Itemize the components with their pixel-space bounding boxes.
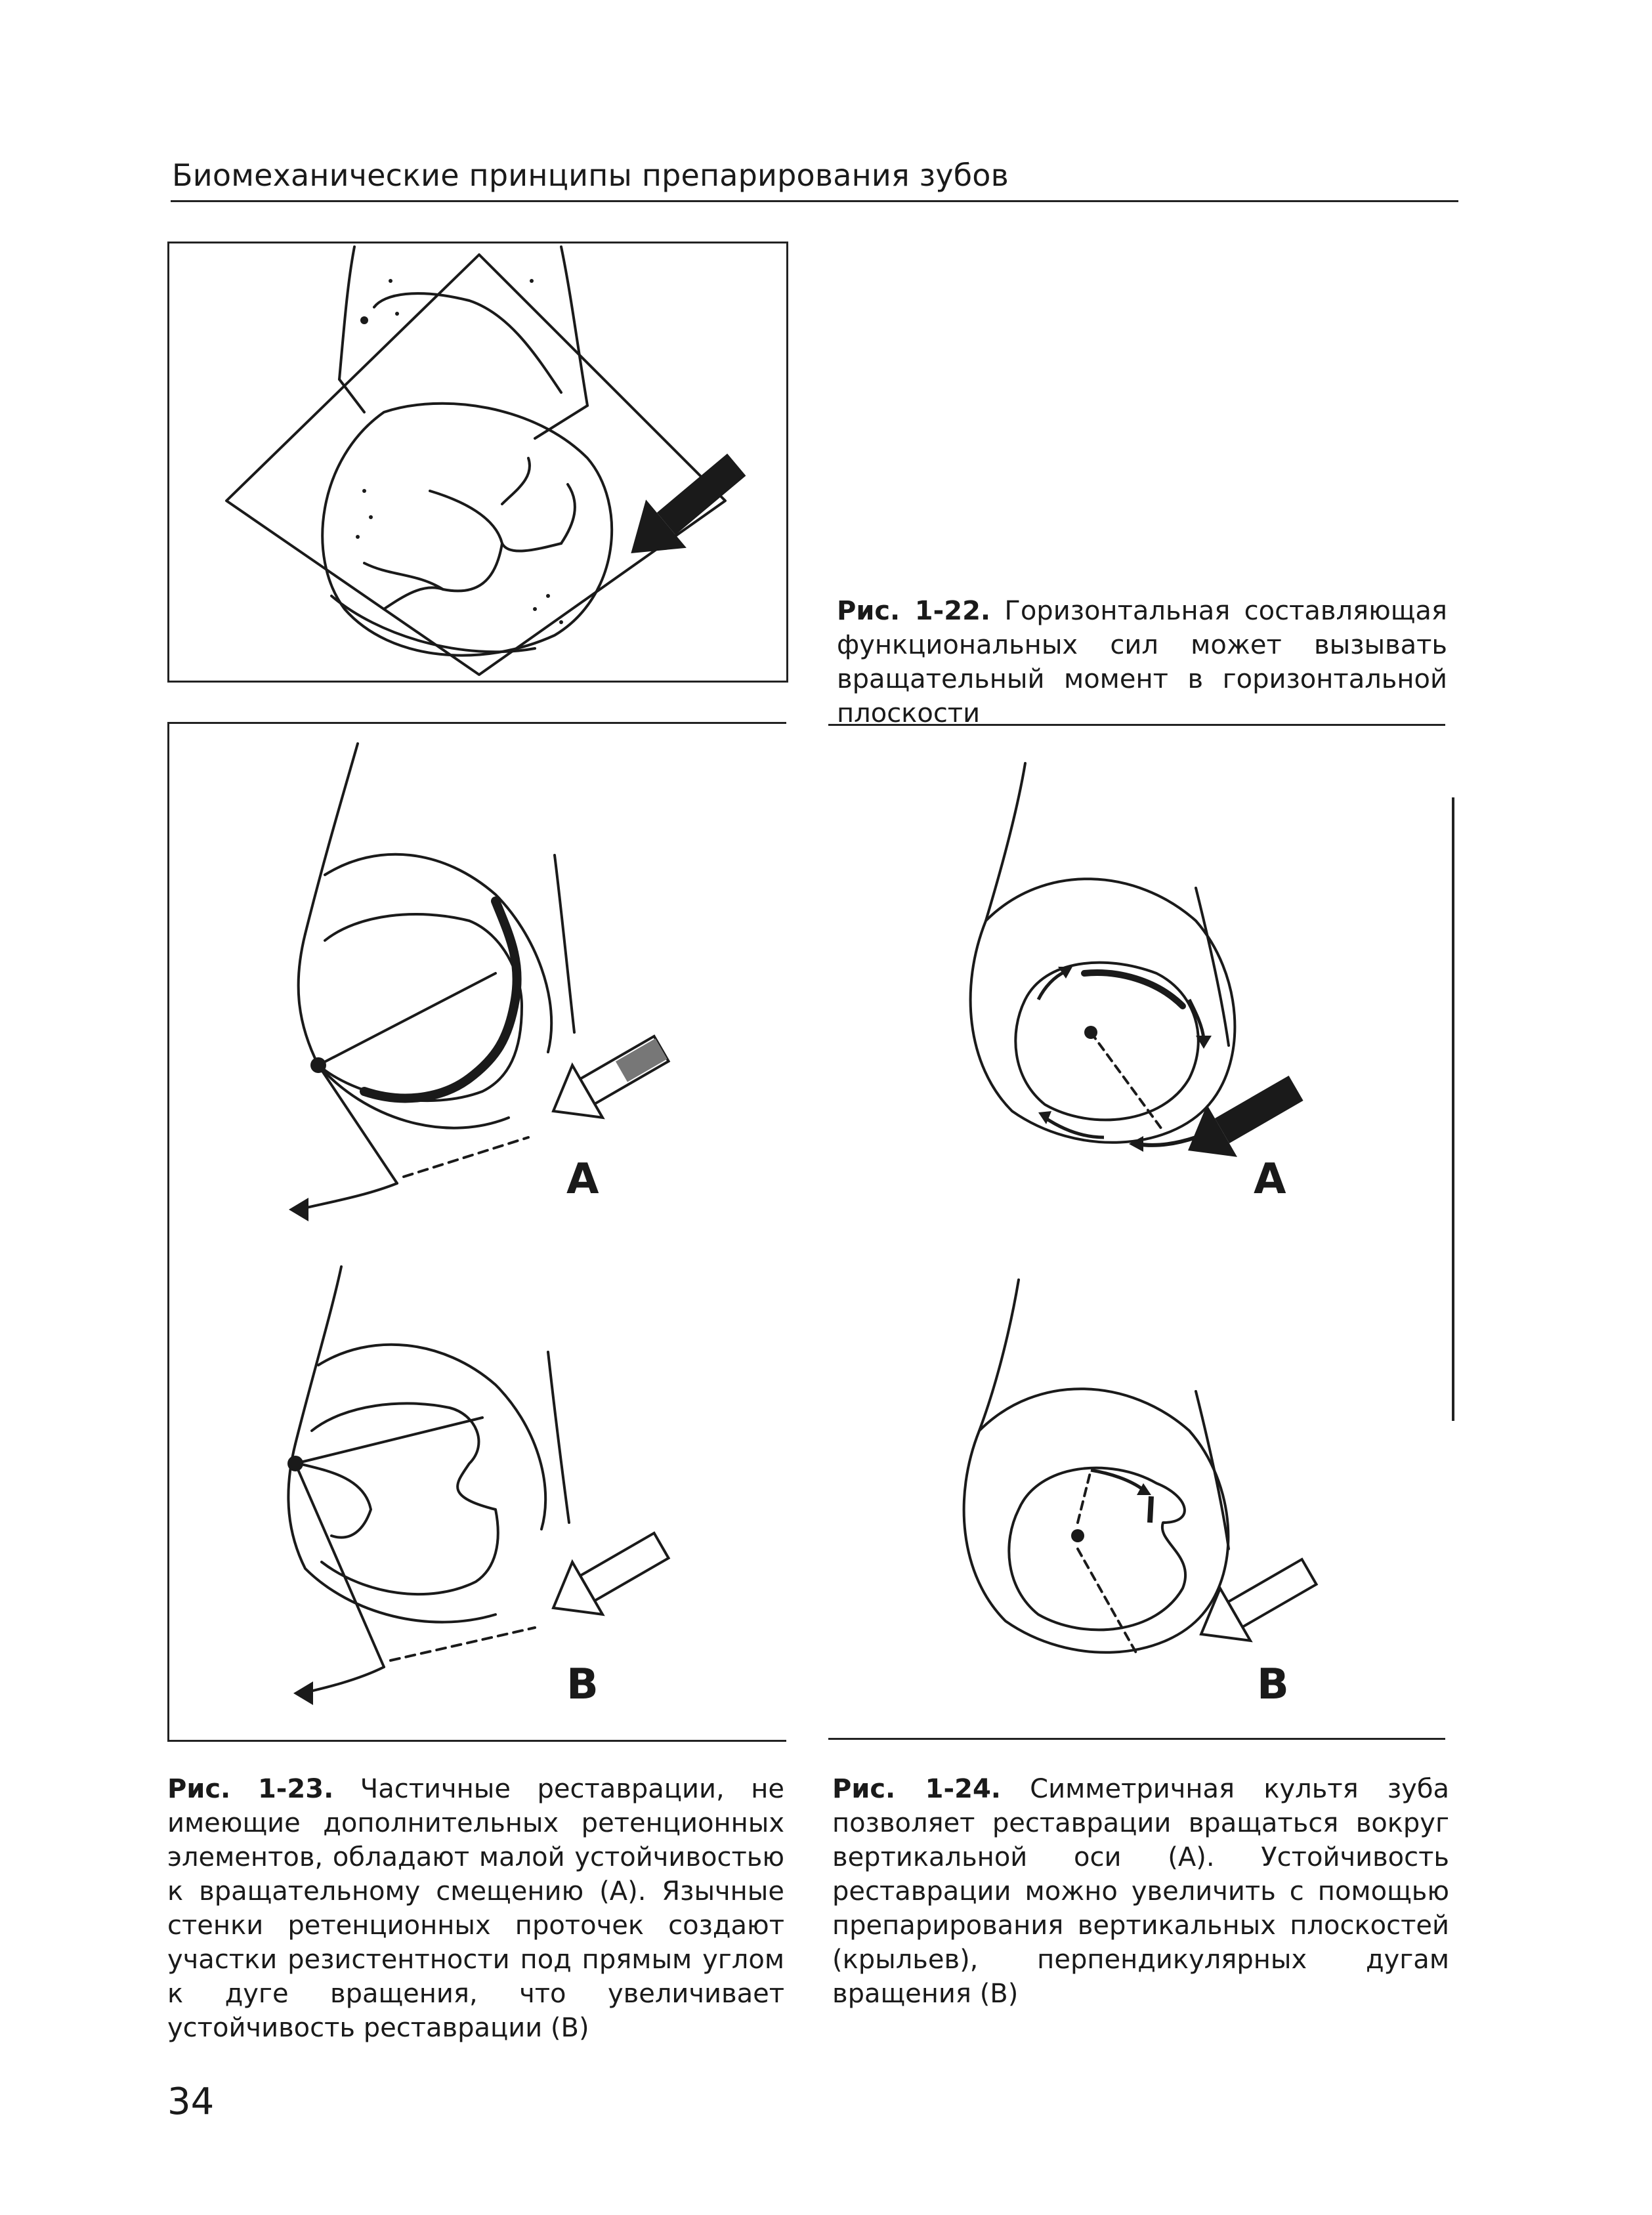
figure-1-24-label-b: B — [1257, 1660, 1289, 1709]
page-number: 34 — [167, 2080, 215, 2123]
figure-1-23-label: Рис. 1-23. — [167, 1774, 334, 1804]
figure-1-22-label: Рис. 1-22. — [837, 596, 991, 626]
figure-1-24b-illustration — [962, 1278, 1319, 1655]
figure-1-23-text: Частичные реставрации, не имеющие дополн… — [167, 1774, 785, 2043]
figure-1-24-side-rule — [1452, 797, 1454, 1421]
figure-1-23b-illustration — [287, 1265, 671, 1705]
figure-1-23a-illustration — [289, 742, 671, 1221]
figure-1-22-text: Горизонтальная составляющая функциональн… — [837, 596, 1447, 728]
figure-1-23-frame — [167, 722, 786, 1742]
figure-1-23-label-a: A — [566, 1155, 599, 1204]
figure-1-24-label: Рис. 1-24. — [832, 1774, 1001, 1804]
figure-1-24a-illustration — [969, 762, 1303, 1157]
figure-1-24-label-a: A — [1254, 1155, 1286, 1204]
figure-1-22-frame — [167, 242, 788, 683]
running-title: Биомеханические принципы препарирования … — [172, 158, 1009, 193]
figure-1-24-text: Симметричная культя зуба позволяет реста… — [832, 1774, 1449, 2009]
figure-1-23-label-b: B — [566, 1660, 599, 1709]
figure-1-22-illustration — [225, 245, 746, 676]
figure-1-23-caption: Рис. 1-23. Частичные реставрации, не име… — [167, 1772, 784, 2045]
header-rule — [171, 200, 1458, 202]
figure-1-24-bottom-rule — [828, 1738, 1445, 1740]
figure-1-24-caption: Рис. 1-24. Симметричная культя зуба позв… — [832, 1772, 1449, 2011]
figure-1-22-caption: Рис. 1-22. Горизонтальная составляющая ф… — [837, 594, 1447, 730]
figure-1-24-top-rule — [828, 724, 1445, 726]
